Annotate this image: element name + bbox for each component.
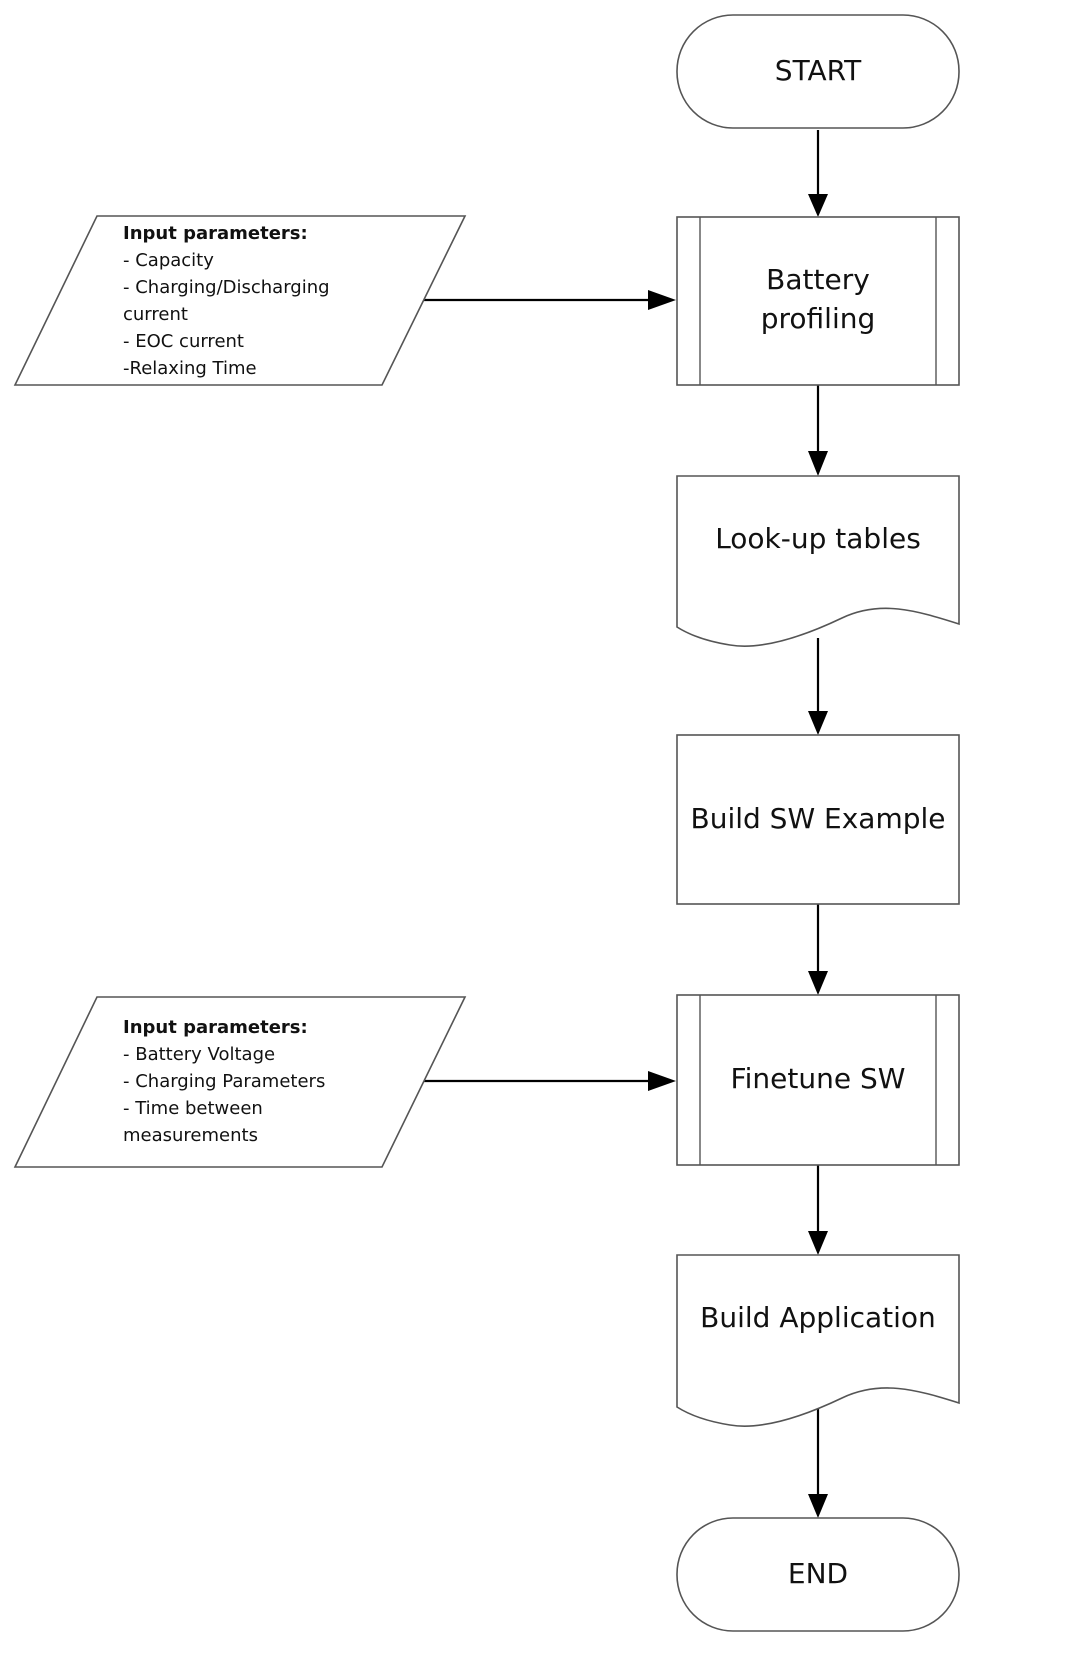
input-2-line: measurements — [123, 1125, 258, 1146]
input-1-title: Input parameters: — [123, 223, 308, 244]
build-sw-example-label: Build SW Example — [690, 802, 945, 835]
finetune-sw-process: Finetune SW — [676, 994, 960, 1166]
end-label: END — [788, 1557, 848, 1590]
input-2-line: - Time between — [123, 1098, 263, 1119]
input-1-line: -Relaxing Time — [123, 358, 257, 379]
input-1-line: - Capacity — [123, 250, 214, 271]
input-2-line: - Charging Parameters — [123, 1071, 325, 1092]
battery-profiling-label-line-1: Battery — [766, 263, 870, 296]
arrowhead-icon — [808, 711, 828, 735]
input-1-line: current — [123, 304, 188, 325]
build-application-document: Build Application — [676, 1254, 960, 1427]
battery-profiling-label-line-2: profiling — [761, 302, 876, 335]
input-2-line: - Battery Voltage — [123, 1044, 275, 1065]
input-1-line: - Charging/Discharging — [123, 277, 330, 298]
input-parameters-1: Input parameters: - Capacity - Charging/… — [13, 215, 467, 386]
input-2-title: Input parameters: — [123, 1017, 308, 1038]
build-sw-example-process: Build SW Example — [676, 734, 960, 905]
finetune-sw-label: Finetune SW — [731, 1062, 906, 1095]
arrowhead-icon — [808, 971, 828, 995]
start-label: START — [775, 54, 862, 87]
build-application-label: Build Application — [700, 1301, 936, 1334]
lookup-tables-label: Look-up tables — [715, 522, 921, 555]
arrowhead-icon — [648, 290, 676, 310]
battery-profiling-process: Battery profiling — [676, 216, 960, 386]
arrowhead-icon — [808, 451, 828, 476]
arrowhead-icon — [808, 194, 828, 217]
input-1-line: - EOC current — [123, 331, 244, 352]
input-parameters-2: Input parameters: - Battery Voltage - Ch… — [13, 996, 467, 1168]
arrowhead-icon — [808, 1494, 828, 1518]
end-terminator: END — [676, 1517, 960, 1632]
arrowhead-icon — [648, 1071, 676, 1091]
arrowhead-icon — [808, 1231, 828, 1255]
start-terminator: START — [676, 14, 960, 129]
connectors — [422, 130, 828, 1518]
lookup-tables-document: Look-up tables — [676, 475, 960, 647]
